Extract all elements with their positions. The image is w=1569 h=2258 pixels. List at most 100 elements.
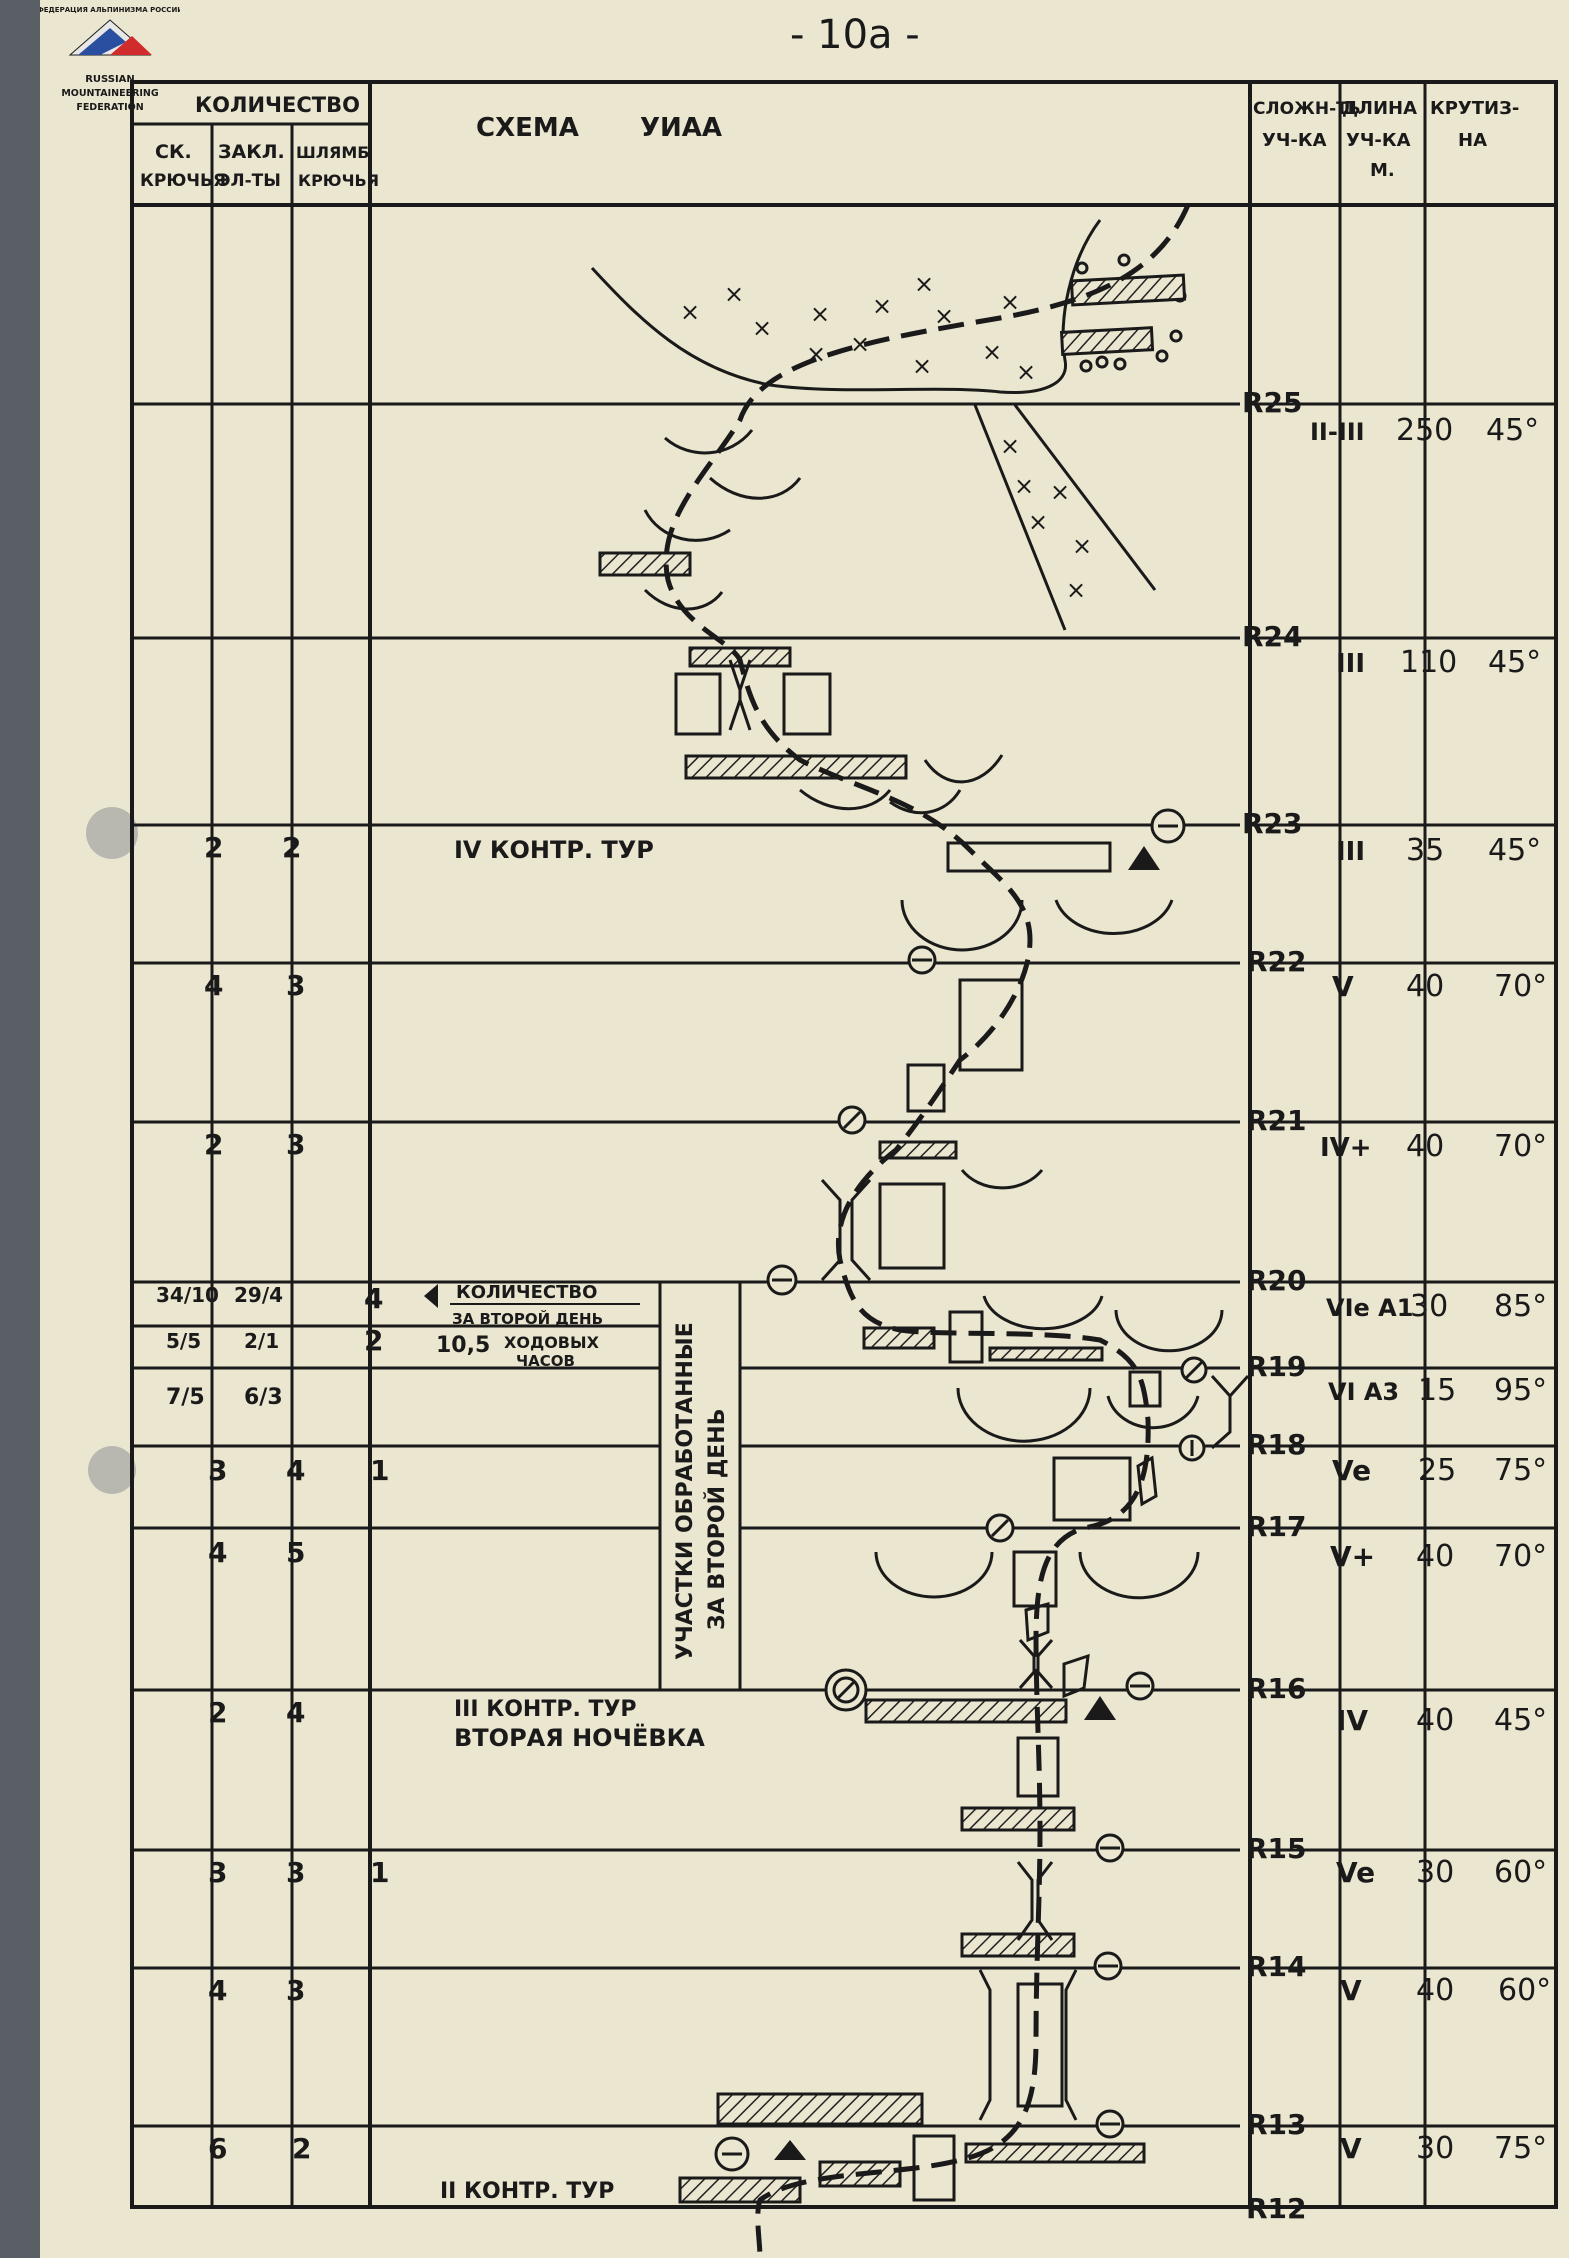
zakl-cell: 4 [286,1696,305,1729]
zakl-cell: 3 [286,969,305,1002]
punch-hole [88,1446,136,1494]
header-sk-1: СК. [155,141,192,163]
table-header: КОЛИЧЕСТВО СК. КРЮЧЬЯ ЗАКЛ. ЭЛ-ТЫ ШЛЯМБ … [140,93,1519,191]
angle-cell: 75° [1494,2131,1547,2166]
document-page: - 10а - КОЛИЧЕСТВО [40,0,1569,2258]
angle-cell: 70° [1494,1539,1547,1574]
rope-label: R24 [1242,620,1303,653]
angle-cell: 70° [1494,1129,1547,1164]
header-uiaa: УИАА [640,113,722,143]
sk-cell: 3 [208,1856,227,1889]
rope-label: R22 [1246,945,1307,978]
sk-cell: 2 [208,1696,227,1729]
zakl-cell: 4 [286,1454,305,1487]
cairn-markers [774,846,1160,2160]
sk-cell: 4 [208,1536,227,1569]
category-cell: IV+ [1320,1133,1372,1163]
control-cairn-4: IV КОНТР. ТУР [454,836,654,864]
rope-label: R21 [1246,1104,1307,1137]
angle-cell: 60° [1498,1973,1551,2008]
category-cell: III [1336,649,1365,679]
rope-label: R12 [1246,2192,1307,2225]
svg-text:×: × [912,352,932,380]
svg-text:×: × [810,300,830,328]
shlyamb-cell: 2 [364,1324,383,1357]
length-cell: 40 [1406,969,1444,1004]
punch-hole [86,807,138,859]
length-cell: 40 [1416,1539,1454,1574]
rope-label: R15 [1246,1832,1307,1865]
category-cell: VIe A1 [1326,1294,1413,1322]
svg-text:×: × [934,302,954,330]
zakl-cell: 29/4 [234,1283,283,1307]
svg-text:×: × [1000,288,1020,316]
zakl-cell: 3 [286,1128,305,1161]
length-cell: 40 [1406,1129,1444,1164]
sk-cell: 34/10 [156,1283,219,1307]
zakl-cell: 3 [286,1856,305,1889]
svg-text:×: × [1000,432,1020,460]
rope-label: R14 [1246,1950,1307,1983]
angle-cell: 70° [1494,969,1547,1004]
header-zakl-2: ЭЛ-ТЫ [218,171,281,191]
rope-section-labels: R25 R24 R23 R22 R21 R20 R19 R18 R17 R16 … [1190,386,1307,2225]
header-slozhn-2: УЧ-КА [1262,130,1327,151]
sk-cell: 5/5 [166,1329,201,1353]
category-cell: V [1332,970,1354,1003]
category-cell: V [1340,2132,1362,2165]
svg-text:×: × [680,298,700,326]
sk-cell: 3 [208,1454,227,1487]
svg-text:×: × [1072,532,1092,560]
category-cell: II-III [1310,418,1365,446]
row-lines [132,402,1556,2128]
section-parameters: II-III 250 45° III 110 45° III 35 45° V … [1310,413,1551,2166]
length-cell: 40 [1416,1703,1454,1738]
sk-cell: 2 [204,831,223,864]
hours-label-2: ЧАСОВ [516,1352,575,1370]
angle-cell: 60° [1494,1855,1547,1890]
angle-cell: 45° [1494,1703,1547,1738]
length-cell: 30 [1416,2131,1454,2166]
angle-cell: 75° [1494,1453,1547,1488]
angle-cell: 45° [1488,833,1541,868]
logo-arc-text: ФЕДЕРАЦИЯ АЛЬПИНИЗМА РОССИИ [40,6,180,14]
cairn-icon [1084,1696,1116,1720]
category-cell: III [1336,837,1365,867]
svg-text:×: × [1066,576,1086,604]
route-scheme-sheet: - 10а - КОЛИЧЕСТВО [86,12,1558,2258]
svg-text:×: × [724,280,744,308]
length-cell: 250 [1396,413,1453,448]
rope-label: R19 [1246,1350,1307,1383]
length-cell: 30 [1410,1289,1448,1324]
sk-cell: 2 [204,1128,223,1161]
rope-label: R17 [1246,1510,1307,1543]
rope-label: R23 [1242,807,1303,840]
zakl-cell: 5 [286,1536,305,1569]
category-cell: Ve [1332,1454,1371,1487]
second-bivouac: ВТОРАЯ НОЧЁВКА [454,1723,705,1752]
vertical-note-1: УЧАСТКИ ОБРАБОТАННЫЕ [673,1322,698,1660]
control-cairn-3: III КОНТР. ТУР [454,1697,637,1722]
shlyamb-cell: 4 [364,1282,383,1315]
cairn-icon [1128,846,1160,870]
length-cell: 35 [1406,833,1444,868]
rope-label: R20 [1246,1264,1307,1297]
header-zakl-1: ЗАКЛ. [218,141,285,163]
logo-line3: FEDERATION [76,102,143,113]
svg-text:×: × [982,338,1002,366]
svg-text:×: × [1028,508,1048,536]
category-cell: V [1340,1974,1362,2007]
table-frame [130,80,1558,2209]
angle-cell: 45° [1486,413,1539,448]
hours-label: ХОДОВЫХ [504,1333,600,1352]
shlyamb-cell: 1 [370,1454,389,1487]
federation-logo: ФЕДЕРАЦИЯ АЛЬПИНИЗМА РОССИИ RUSSIAN MOUN… [40,6,180,113]
page-number: - 10а - [790,12,920,58]
overhangs [874,899,1224,1600]
shlyamb-cell: 1 [370,1856,389,1889]
zakl-cell: 2 [292,2132,311,2165]
zakl-cell: 2 [282,831,301,864]
svg-text:×: × [914,270,934,298]
header-shlyamb-2: КРЮЧЬЯ [298,171,379,190]
sk-cell: 4 [208,1974,227,2007]
